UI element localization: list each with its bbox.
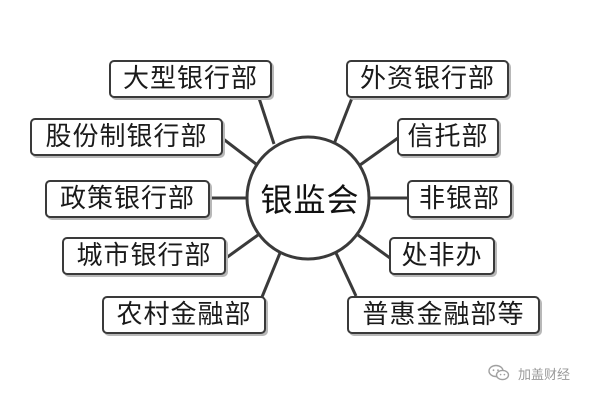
watermark: 加盖财经 (488, 362, 570, 384)
node-non-bank: 非银部 (407, 180, 512, 218)
watermark-text: 加盖财经 (518, 367, 571, 383)
connector-inclusive-finance (334, 252, 358, 297)
connector-joint-stock-bank (221, 136, 257, 166)
node-rural-finance: 农村金融部 (102, 296, 266, 334)
node-trust: 信托部 (397, 118, 499, 156)
connector-rural-finance (260, 252, 282, 298)
node-joint-stock-bank: 股份制银行部 (30, 118, 223, 156)
connector-illegal-finance-office (357, 233, 391, 260)
node-policy-bank: 政策银行部 (45, 180, 210, 218)
connector-trust (359, 136, 399, 167)
node-city-bank: 城市银行部 (62, 237, 226, 275)
center-hub-circle (245, 135, 371, 261)
node-illegal-finance-office: 处非办 (389, 237, 495, 275)
node-large-bank: 大型银行部 (109, 60, 272, 98)
connector-foreign-bank (332, 97, 354, 145)
connector-large-bank (257, 97, 276, 145)
wechat-icon (488, 364, 510, 381)
connector-lines (210, 97, 408, 298)
connector-city-bank (225, 233, 259, 260)
center-hub-label: 银监会 (260, 181, 360, 219)
node-inclusive-finance: 普惠金融部等 (347, 296, 540, 334)
node-foreign-bank: 外资银行部 (346, 60, 509, 98)
